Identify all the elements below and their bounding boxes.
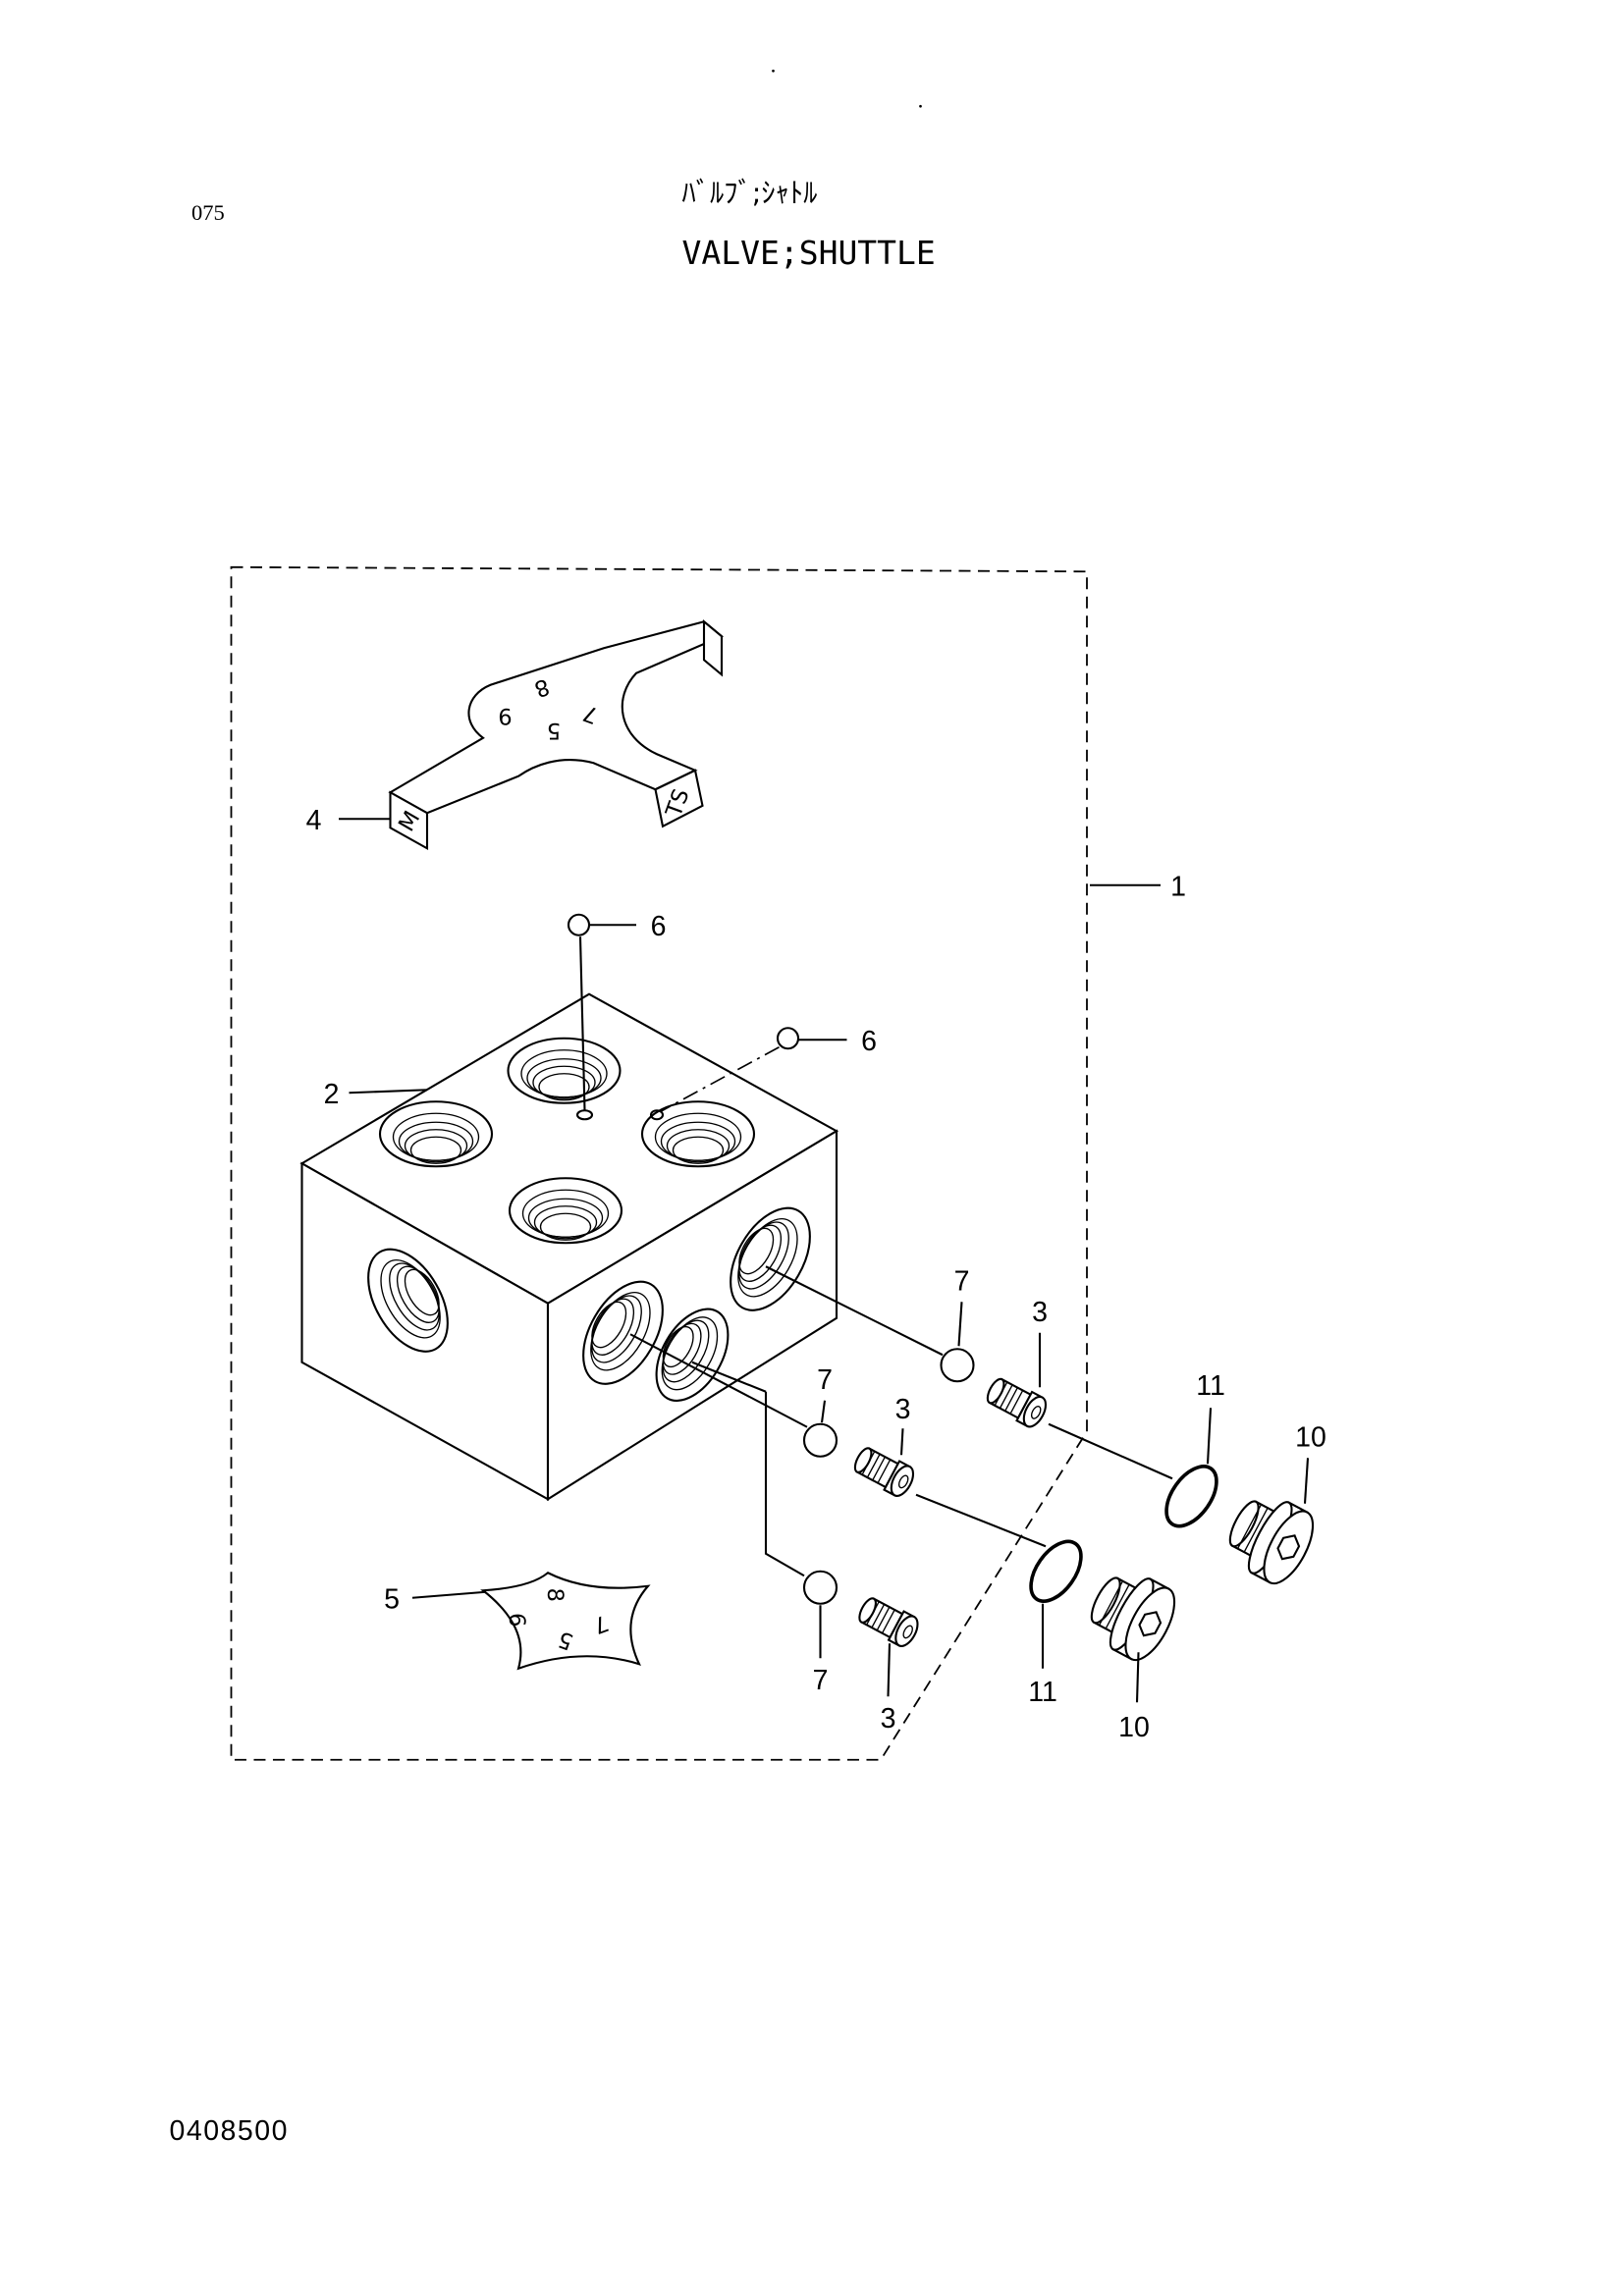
callout-part10-lower: 10	[1118, 1712, 1150, 1743]
assembly-line-upper	[765, 1265, 944, 1357]
callout-part6-top: 6	[651, 911, 667, 942]
leader-part3-middle	[899, 1428, 904, 1456]
callout-part7-lower: 7	[813, 1665, 829, 1696]
part11-oring-lower	[1029, 1539, 1083, 1603]
part7-ball-middle	[802, 1422, 839, 1458]
callout-part3-middle: 3	[895, 1394, 911, 1425]
top-port-rear	[507, 1037, 622, 1104]
callout-part7-upper: 7	[954, 1265, 970, 1297]
leader-part10-lower	[1135, 1652, 1140, 1703]
part6-ball-right	[776, 1027, 800, 1050]
title-japanese: ﾊﾞﾙﾌﾞ;ｼｬﾄﾙ	[682, 177, 818, 209]
seal-mark-9: 9	[507, 1613, 532, 1627]
part10-hex-plug-upper	[1228, 1500, 1315, 1585]
seal-mark-8: 8	[542, 1588, 568, 1602]
assembly-line-middle	[629, 1333, 808, 1428]
assembly-line-part6-right	[659, 1046, 780, 1113]
callout-part2: 2	[324, 1079, 340, 1110]
page-number: 075	[191, 200, 225, 225]
top-port-left	[378, 1100, 494, 1168]
callout-part10-upper: 10	[1295, 1421, 1326, 1453]
assembly-line-part6-top	[578, 936, 586, 1111]
callout-part1: 1	[1170, 871, 1186, 902]
callout-part7-middle: 7	[817, 1364, 833, 1396]
left-face-port	[367, 1248, 449, 1353]
plate-tab-m	[389, 790, 429, 851]
title-english: VALVE;SHUTTLE	[682, 234, 936, 272]
callout-part6-right: 6	[861, 1026, 877, 1057]
assembly-line-middle-b	[691, 1361, 767, 1393]
leader-part11-upper	[1206, 1408, 1213, 1465]
part3-plug-lower	[858, 1597, 919, 1647]
plate-mark-9: 9	[498, 703, 512, 728]
part7-ball-upper	[940, 1348, 975, 1383]
drawing-number: 0408500	[170, 2115, 289, 2147]
top-port-front	[508, 1177, 623, 1245]
callout-part11-upper: 11	[1196, 1370, 1225, 1402]
callout-part4: 4	[306, 805, 322, 836]
part6-ball-top	[567, 913, 591, 936]
callout-part3-upper: 3	[1032, 1297, 1048, 1328]
right-face-port-upper	[730, 1206, 811, 1311]
seal-outline	[480, 1572, 651, 1671]
leader-part7-upper	[957, 1302, 963, 1347]
right-face-port-lower-left	[582, 1280, 664, 1385]
part11-oring-upper	[1164, 1465, 1218, 1528]
callout-part3-lower: 3	[881, 1703, 896, 1735]
callout-part5: 5	[384, 1583, 400, 1615]
pin-hole-right	[649, 1109, 665, 1121]
assembly-line-upper-2	[1048, 1422, 1173, 1480]
leader-part5	[411, 1590, 487, 1599]
leader-part2	[349, 1089, 428, 1095]
callout-part11-lower: 11	[1028, 1677, 1057, 1708]
assembly-line-middle-2	[915, 1493, 1047, 1548]
top-port-right	[640, 1100, 756, 1168]
leader-part3-lower	[887, 1643, 892, 1697]
plate-tab-end	[702, 619, 724, 677]
right-face-port-lower-right	[655, 1308, 730, 1402]
part5-seal: 8 9 7 5	[480, 1572, 651, 1671]
part3-plug-upper	[986, 1377, 1048, 1428]
valve-block	[299, 992, 839, 1502]
plate-body	[388, 620, 724, 815]
part3-plug-middle	[853, 1447, 915, 1497]
assembly-boundary	[230, 565, 1088, 1761]
marking-plate: M TS 8 9 7 5	[388, 619, 724, 851]
scan-speck	[919, 104, 922, 108]
assembly-line-lower	[764, 1391, 805, 1577]
leader-part10-upper	[1303, 1458, 1310, 1504]
leader-part7-middle	[820, 1400, 827, 1423]
plate-tab-ts	[654, 769, 704, 828]
plate-mark-5: 5	[547, 718, 561, 743]
part7-ball-lower	[802, 1570, 839, 1605]
scan-speck	[772, 69, 775, 73]
part10-hex-plug-lower	[1090, 1576, 1176, 1662]
